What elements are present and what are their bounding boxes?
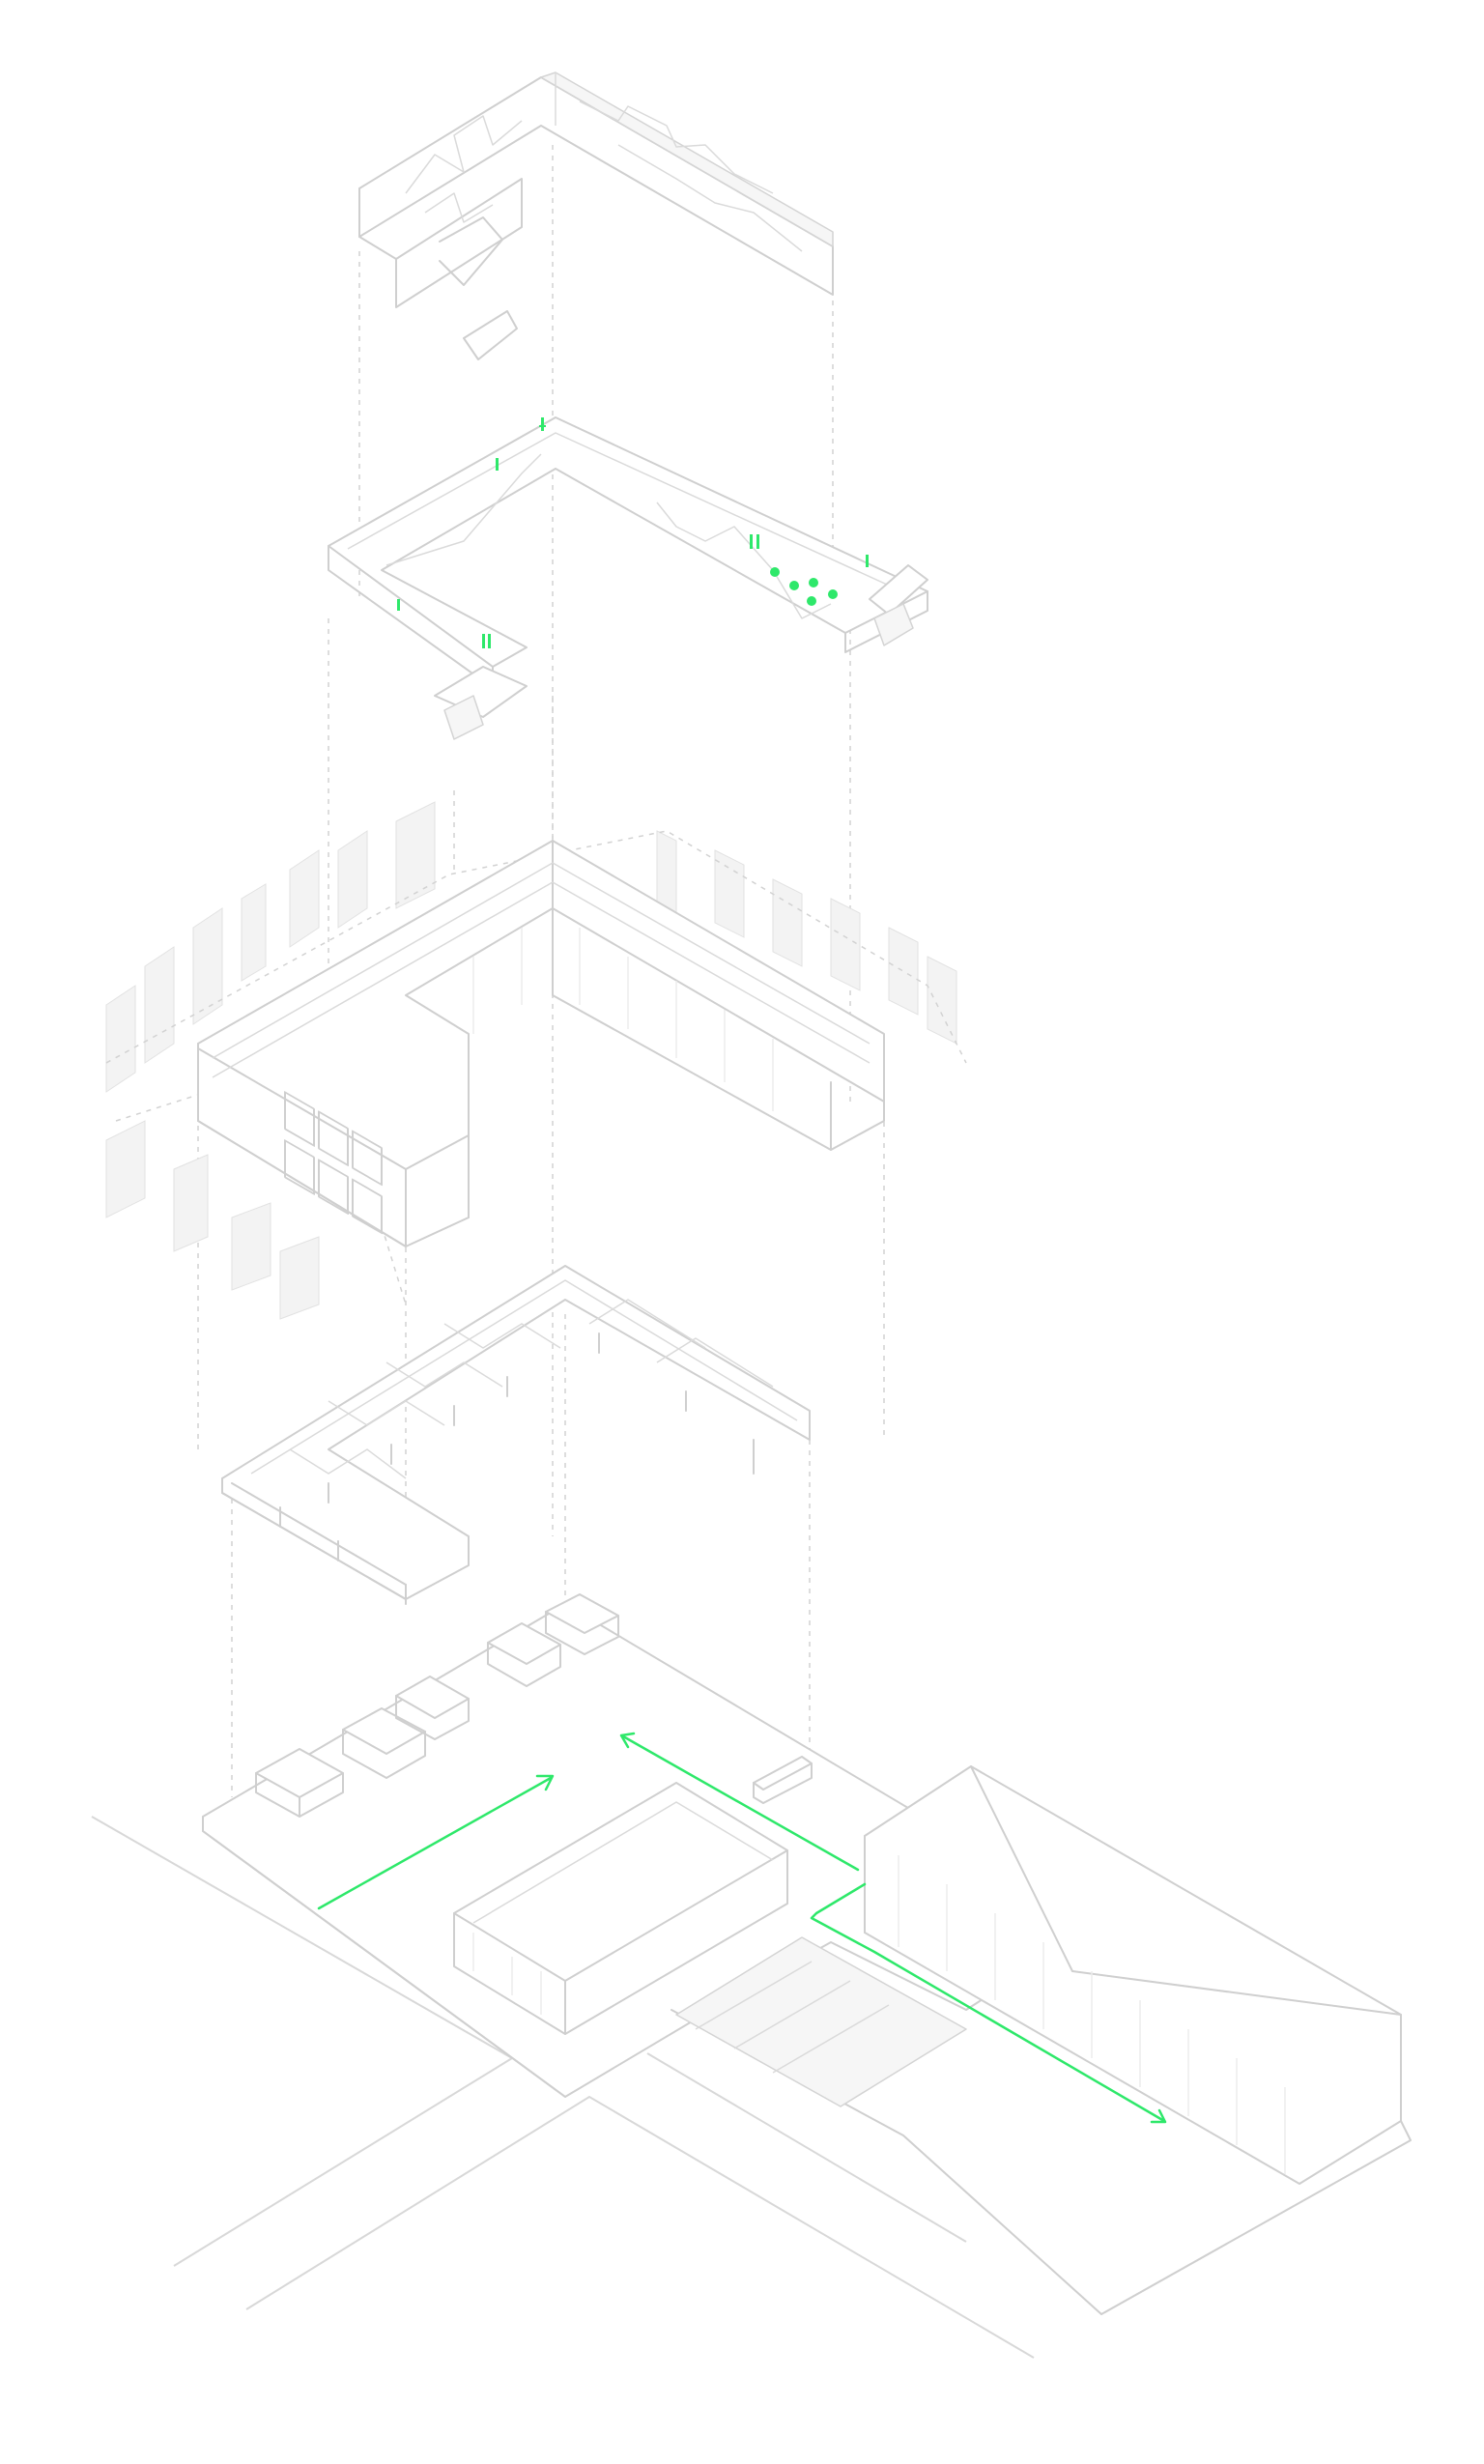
layer-rooftop-walkway	[328, 416, 928, 740]
neighbour-building	[671, 1765, 1412, 2315]
ghost-facade-panels	[105, 801, 957, 1320]
pavilions	[255, 1593, 619, 1818]
people-figures	[397, 417, 869, 648]
layer-facade	[105, 788, 967, 1320]
layer-structure	[221, 1265, 811, 1605]
layer-roof-parapet	[358, 72, 834, 360]
circulation-arrows	[317, 1732, 1167, 2124]
columns	[279, 1332, 755, 1605]
projection-lines	[197, 145, 885, 1797]
layer-ground	[91, 1593, 1412, 2359]
facade-windows	[284, 1091, 383, 1235]
